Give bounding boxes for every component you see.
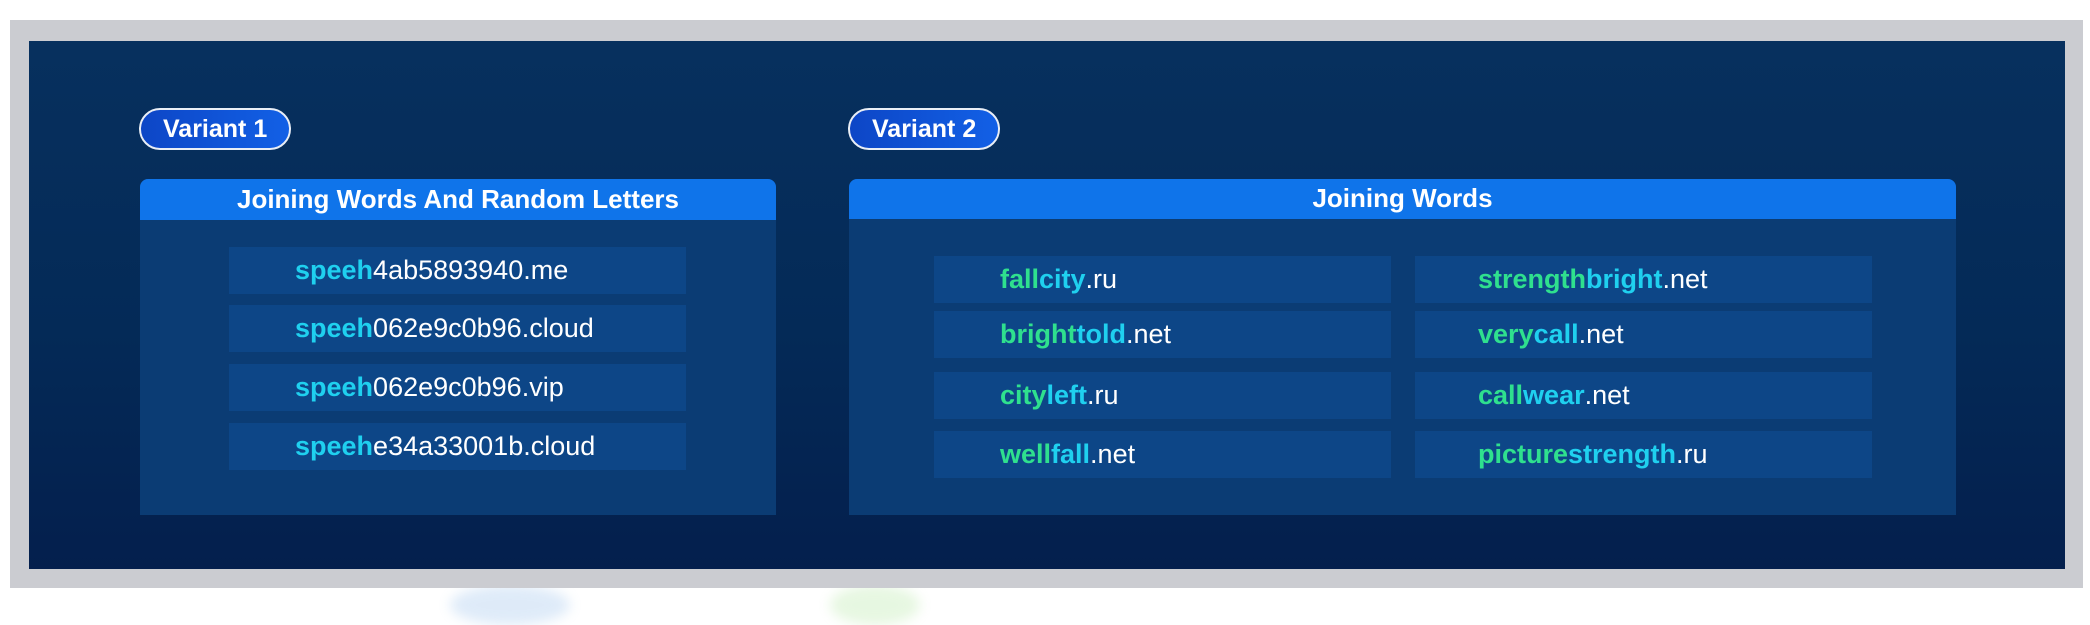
domain-tld: .net: [1578, 319, 1624, 349]
variant-2-card: Joining Words fallcity.ru brighttold.net…: [849, 179, 1956, 515]
domain-word-2: fall: [1051, 439, 1091, 469]
domain-random-part: 4ab5893940.me: [373, 255, 569, 285]
variant-2-domain-row: strengthbright.net: [1415, 256, 1872, 303]
domain-word-1: picture: [1478, 439, 1569, 469]
variant-2-card-title: Joining Words: [849, 179, 1956, 219]
domain-tld: .ru: [1085, 264, 1118, 294]
domain-word-2: call: [1533, 319, 1579, 349]
variant-2-domain-row: cityleft.ru: [934, 372, 1391, 419]
domain-word-1: city: [1000, 380, 1047, 410]
domain-random-part: e34a33001b.cloud: [373, 431, 596, 461]
domain-word-2: left: [1046, 380, 1088, 410]
domain-tld: .ru: [1676, 439, 1708, 469]
domain-word-1: call: [1478, 380, 1524, 410]
variant-2-domain-row: wellfall.net: [934, 431, 1391, 478]
domain-word-1: bright: [1000, 319, 1077, 349]
domain-word-2: strength: [1568, 439, 1677, 469]
watermark-blob-green: [830, 585, 920, 625]
variant-2-domain-row: callwear.net: [1415, 372, 1872, 419]
domain-prefix: speeh: [295, 372, 374, 402]
domain-tld: .net: [1584, 380, 1630, 410]
domain-random-part: 062e9c0b96.cloud: [373, 313, 594, 343]
domain-word-1: very: [1478, 319, 1534, 349]
variant-1-domain-row: speeh4ab5893940.me: [229, 247, 686, 294]
domain-word-1: fall: [1000, 264, 1040, 294]
domain-word-1: strength: [1478, 264, 1586, 294]
variant-2-pill: Variant 2: [848, 108, 1001, 150]
watermark-blob-blue: [450, 585, 570, 625]
domain-word-2: bright: [1586, 264, 1663, 294]
variant-1-domain-row: speeh062e9c0b96.cloud: [229, 305, 686, 352]
variant-1-domain-row: speehe34a33001b.cloud: [229, 423, 686, 470]
variant-1-domain-row: speeh062e9c0b96.vip: [229, 364, 686, 411]
domain-tld: .net: [1125, 319, 1172, 349]
domain-random-part: 062e9c0b96.vip: [373, 372, 564, 402]
domain-word-1: well: [1000, 439, 1052, 469]
domain-prefix: speeh: [295, 313, 374, 343]
variant-2-domain-row: fallcity.ru: [934, 256, 1391, 303]
domain-word-2: wear: [1523, 380, 1585, 410]
domain-tld: .ru: [1087, 380, 1119, 410]
variant-1-card: Joining Words And Random Letters speeh4a…: [140, 179, 776, 515]
variant-2-domain-row: verycall.net: [1415, 311, 1872, 358]
domain-tld: .net: [1662, 264, 1708, 294]
variant-2-domain-row: picturestrength.ru: [1415, 431, 1872, 478]
domain-prefix: speeh: [295, 431, 374, 461]
domain-word-2: told: [1076, 319, 1126, 349]
domain-prefix: speeh: [295, 255, 374, 285]
variant-2-domain-row: brighttold.net: [934, 311, 1391, 358]
variant-1-pill: Variant 1: [139, 108, 292, 150]
domain-tld: .net: [1090, 439, 1136, 469]
domain-word-2: city: [1039, 264, 1086, 294]
variant-1-card-title: Joining Words And Random Letters: [140, 179, 776, 220]
